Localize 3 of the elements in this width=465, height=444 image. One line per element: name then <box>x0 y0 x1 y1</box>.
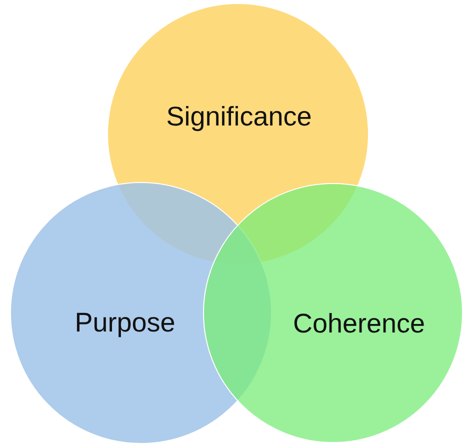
set-label: Significance <box>166 102 312 132</box>
set-label: Coherence <box>292 308 426 340</box>
set-label: Purpose <box>74 308 176 338</box>
